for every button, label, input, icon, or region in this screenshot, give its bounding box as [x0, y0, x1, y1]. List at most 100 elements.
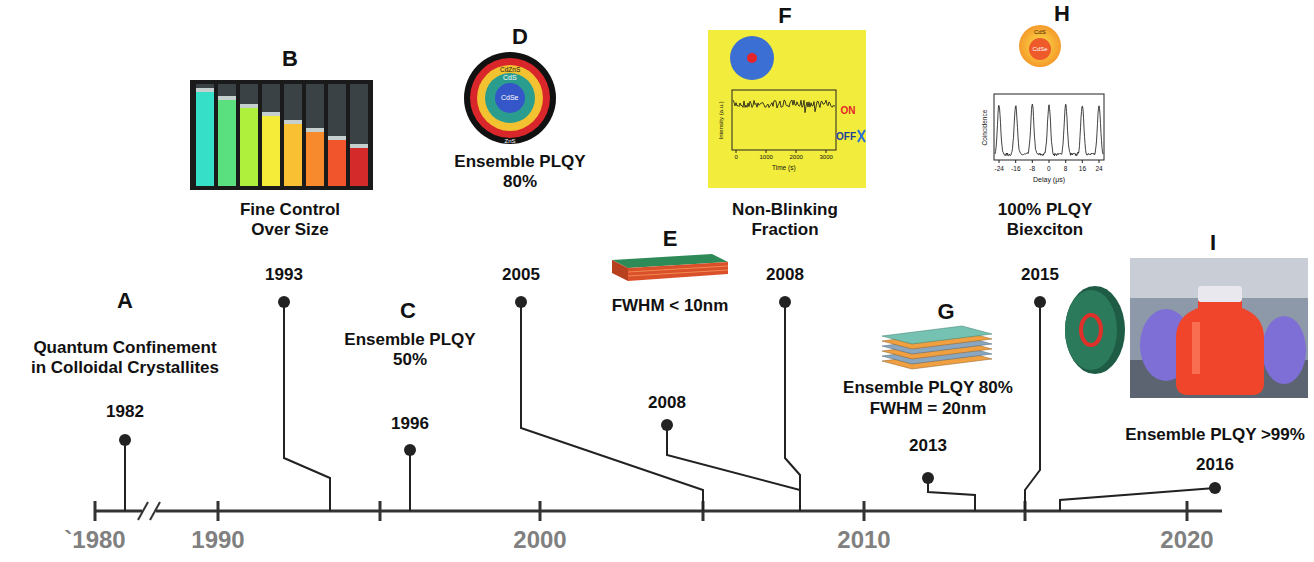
axis-label: Coincidence — [981, 109, 988, 145]
coincidence-plot: Coincidence-24-16-8081624Delay (μs) — [978, 90, 1108, 190]
year-label: 2008 — [648, 393, 686, 413]
core-shell-disk — [1065, 286, 1125, 374]
axis-label: Delay (μs) — [1033, 176, 1065, 184]
nanoplatelet — [628, 270, 728, 276]
panel-letter: C — [400, 298, 416, 323]
milestone-caption: Ensemble PLQY 50% — [338, 330, 483, 369]
shell-particle-icon-drawing — [1019, 25, 1061, 67]
blinking-trace-panel-drawing — [732, 90, 836, 150]
size-series-vials — [350, 148, 368, 186]
year-label: 2013 — [909, 436, 947, 456]
milestone-caption: FWHM < 10nm — [612, 296, 729, 316]
milestone-dot — [661, 419, 673, 431]
panel-letter: E — [663, 226, 678, 251]
sample-photo — [1176, 300, 1264, 395]
shell-particle-icon-drawing — [1029, 38, 1051, 60]
tick-label: -16 — [1011, 165, 1020, 172]
milestone-pin — [284, 302, 330, 511]
milestone-caption: Ensemble PLQY 80% — [843, 378, 1013, 398]
size-series-vials — [328, 84, 346, 140]
core-shell-disk — [1065, 290, 1117, 370]
core-shell-particle-drawing — [464, 52, 556, 144]
panel-letter: B — [282, 46, 298, 71]
blinking-trace-panel-drawing — [796, 150, 797, 153]
size-series-vials — [218, 96, 236, 100]
core-shell-particle-drawing — [477, 65, 543, 131]
time-axis — [379, 501, 382, 521]
time-axis — [1186, 501, 1189, 521]
size-series-vials — [218, 84, 236, 100]
panel-letter: I — [1210, 230, 1216, 255]
core-shell-disk — [1081, 315, 1101, 345]
coincidence-plot-drawing — [1065, 160, 1066, 163]
size-series-vials — [328, 136, 346, 140]
axis-break — [138, 502, 148, 520]
panel-letter: G — [937, 299, 954, 324]
nanoplatelet — [612, 260, 628, 281]
milestone-caption: 100% PLQY Biexciton — [985, 200, 1105, 239]
core-shell-particle-drawing — [485, 73, 535, 123]
axis-year: 1990 — [191, 526, 244, 554]
size-series-vials — [262, 116, 280, 186]
milestone-caption: Ensemble PLQY >99% — [1125, 425, 1305, 445]
panel-letter: H — [1054, 1, 1070, 26]
material-label: CdSe — [1033, 46, 1048, 53]
size-series-vials — [190, 80, 373, 190]
blinking-trace-panel-drawing — [826, 150, 827, 153]
blinking-trace-panel-drawing — [736, 150, 737, 153]
blinking-trace-panel-drawing — [858, 130, 865, 142]
material-label: CdS — [503, 74, 517, 82]
size-series-vials — [284, 84, 302, 124]
coincidence-plot-drawing — [1082, 160, 1083, 163]
stacked-nanoplatelets — [882, 326, 992, 344]
tick-label: 3000 — [820, 154, 833, 161]
size-series-vials — [262, 84, 280, 116]
milestone-pin — [521, 302, 703, 511]
blinking-trace-panel-drawing — [730, 36, 774, 80]
axis-year: 2000 — [513, 526, 566, 554]
coincidence-plot-drawing — [1015, 160, 1016, 163]
sample-photo — [1130, 258, 1308, 398]
tick-label: 16 — [1079, 165, 1086, 172]
axis-break — [150, 502, 160, 520]
sample-photo — [1262, 316, 1306, 384]
milestone-pin — [125, 302, 1215, 511]
coincidence-plot-drawing — [1099, 160, 1100, 163]
axis-year: 2010 — [837, 526, 890, 554]
sample-photo — [1192, 322, 1200, 374]
year-label: 1982 — [106, 402, 144, 422]
size-series-vials — [262, 112, 280, 116]
coincidence-plot-drawing — [1032, 160, 1033, 163]
material-label: CdSe — [501, 94, 519, 102]
milestone-dot — [922, 472, 934, 484]
core-shell-particle-drawing — [470, 58, 550, 138]
panel-letter: A — [117, 288, 133, 313]
size-series-vials — [306, 132, 324, 186]
tick-label: 1000 — [760, 154, 773, 161]
axis-year: `1980 — [64, 526, 125, 554]
axis-year: 2020 — [1160, 526, 1213, 554]
tick-label: 2000 — [790, 154, 803, 161]
milestone-dot — [278, 296, 290, 308]
axis-break — [138, 502, 160, 520]
size-series-vials — [240, 108, 258, 186]
shell-particle-icon: CdSCdSe — [1018, 24, 1062, 68]
sample-photo — [1198, 286, 1242, 302]
size-series-vials — [190, 80, 373, 190]
coincidence-plot-drawing — [978, 90, 1108, 190]
size-series-vials — [240, 104, 258, 108]
core-shell-particle-drawing — [495, 83, 525, 113]
size-series-vials — [218, 100, 236, 186]
size-series-vials — [196, 84, 214, 92]
blinking-trace-panel-drawing — [858, 130, 865, 142]
year-label: 2005 — [502, 265, 540, 285]
panel-letter: D — [512, 24, 528, 49]
time-axis — [94, 501, 97, 521]
nanoplatelet — [612, 254, 728, 281]
year-label: 2008 — [766, 265, 804, 285]
tick-label: 0 — [1047, 165, 1051, 172]
size-series-vials — [284, 124, 302, 186]
year-label: 2015 — [1021, 265, 1059, 285]
blinking-trace-panel-drawing — [733, 100, 835, 113]
size-series-vials — [240, 84, 258, 108]
